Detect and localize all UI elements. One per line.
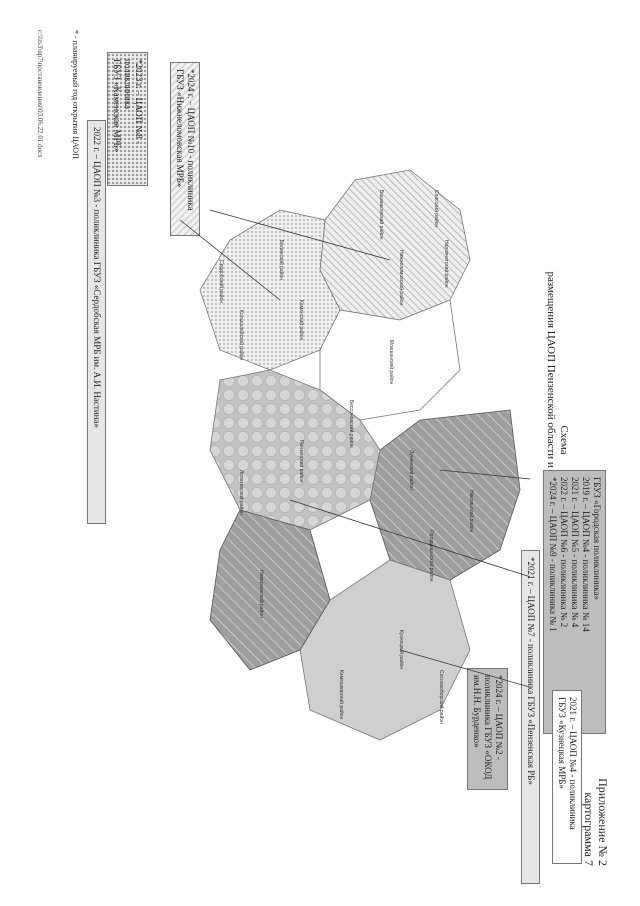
district-label: Лопатинский район xyxy=(238,470,245,515)
district-label: Колышлейский район xyxy=(238,310,245,360)
legend-serdobsk-line1: 2022 г. – ЦАОП №3 - поликлиника ГБУЗ «Се… xyxy=(92,127,102,428)
footnote: * - планируемый год открытия ЦАОП xyxy=(71,30,80,159)
appendix-heading: Приложение № 2 картограмма 7 xyxy=(582,778,610,866)
leader-kamenka xyxy=(179,219,281,301)
footer-file-path: c:\lzs3\up7\постановления\03.06.22.01.do… xyxy=(36,30,44,158)
district-label: Городищенский район xyxy=(428,530,435,582)
legend-kuznetsk: 2021 г. – ЦАОП №4 - поликлиника ГБУЗ «Ку… xyxy=(552,690,582,864)
region-map: Спасский район Наровчатский район Башмак… xyxy=(179,169,530,741)
district-label: Белинский район xyxy=(278,240,285,280)
leader-nizhnelomov xyxy=(209,209,391,261)
district-label: Лунинский район xyxy=(408,450,415,490)
legend-penza-line1: ГБУЗ «Городская поликлиника» xyxy=(592,477,602,600)
leader-penza xyxy=(439,469,530,481)
district-label: Никольский район xyxy=(468,490,475,533)
legend-kuznetsk-line2: ГБУЗ «Кузнецкая МРБ» xyxy=(557,697,567,789)
appendix-line2: картограмма 7 xyxy=(582,792,596,866)
district-label: Сосновоборский район xyxy=(438,670,445,724)
zone-kuznetsk xyxy=(299,559,471,741)
leader-oncology xyxy=(289,499,530,581)
district-label: Спасский район xyxy=(433,190,440,227)
leader-kuznetsk xyxy=(399,649,530,691)
legend-kuznetsk-line1: 2021 г. – ЦАОП №4 - поликлиника xyxy=(568,697,578,830)
district-label: Каменский район xyxy=(298,300,305,340)
legend-kamenka-line1: *2023 г. – ЦАОП №8 - поликлиника xyxy=(123,59,144,144)
district-label: Бессоновский район xyxy=(348,400,355,448)
district-label: Нижнеломовский район xyxy=(398,250,405,305)
district-label: Неверкинский район xyxy=(258,570,265,618)
district-label: Башмаковский район xyxy=(378,190,385,240)
legend-kamenka-line2: ГБУЗ «Каменская МРБ» xyxy=(112,59,122,153)
district-label: Мокшанский район xyxy=(388,340,395,385)
district-label: Сердобский район xyxy=(218,260,225,303)
appendix-line1: Приложение № 2 xyxy=(596,778,610,866)
district-label: Наровчатский район xyxy=(443,240,450,288)
zone-penza xyxy=(369,409,521,581)
district-label: Пензенский район xyxy=(298,440,305,483)
district-label: Кузнецкий район xyxy=(398,630,405,669)
zone-east-dark xyxy=(209,509,331,671)
zone-kamenka xyxy=(199,209,341,371)
legend-serdobsk: 2022 г. – ЦАОП №3 - поликлиника ГБУЗ «Се… xyxy=(87,120,106,524)
legend-kamenka: *2023 г. – ЦАОП №8 - поликлиника ГБУЗ «К… xyxy=(107,52,148,186)
district-label: Камешкирский район xyxy=(338,670,345,719)
